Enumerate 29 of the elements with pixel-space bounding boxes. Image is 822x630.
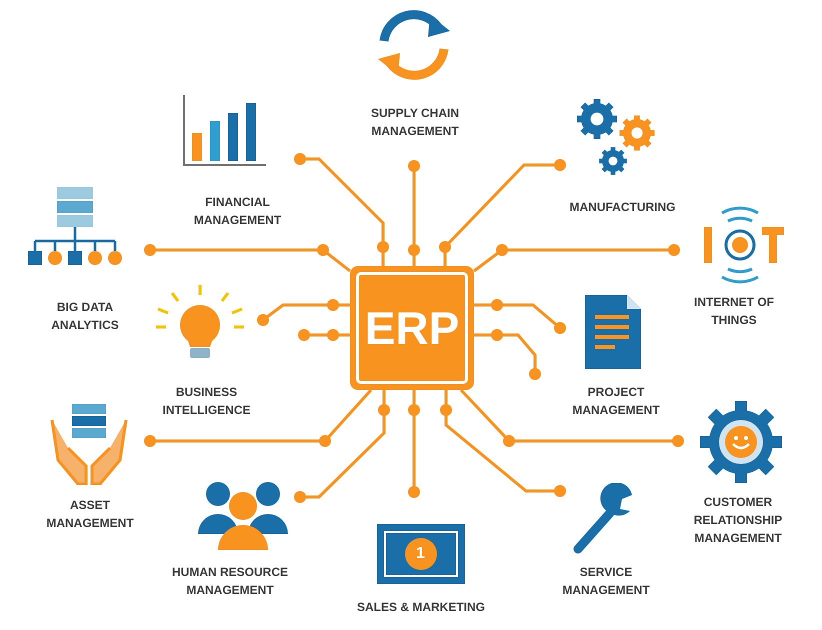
circuit-trace xyxy=(408,160,420,266)
erp-chip xyxy=(350,266,474,390)
circuit-trace xyxy=(440,390,566,497)
circuit-trace xyxy=(408,390,420,498)
circuit-trace xyxy=(474,329,541,380)
circuit-trace xyxy=(144,389,372,447)
chip-label: ERP xyxy=(364,305,460,351)
banknote-digit: 1 xyxy=(416,546,425,562)
circuit-trace xyxy=(298,329,350,341)
circuit-trace xyxy=(439,159,566,266)
circuit-trace xyxy=(144,244,351,272)
circuit-trace xyxy=(257,299,350,326)
circuit-trace xyxy=(294,153,389,266)
module-label: ASSET MANAGEMENT xyxy=(45,497,135,532)
circuit-trace xyxy=(294,390,390,503)
circuit-trace xyxy=(473,244,680,272)
circuit-trace xyxy=(460,388,684,447)
module-label: BIG DATA ANALYTICS xyxy=(50,299,120,334)
module-label: SALES & MARKETING xyxy=(356,599,485,616)
module-label: MANUFACTURING xyxy=(570,199,676,216)
module-label: HUMAN RESOURCE MANAGEMENT xyxy=(170,564,289,599)
module-label: INTERNET OF THINGS xyxy=(693,294,775,329)
module-label: SUPPLY CHAIN MANAGEMENT xyxy=(370,105,460,140)
module-label: FINANCIAL MANAGEMENT xyxy=(192,194,282,229)
circuit-trace xyxy=(474,299,566,334)
module-label: SERVICE MANAGEMENT xyxy=(561,564,651,599)
module-label: PROJECT MANAGEMENT xyxy=(571,384,661,419)
module-label: CUSTOMER RELATIONSHIP MANAGEMENT xyxy=(692,494,784,547)
module-label: BUSINESS INTELLIGENCE xyxy=(161,384,252,419)
